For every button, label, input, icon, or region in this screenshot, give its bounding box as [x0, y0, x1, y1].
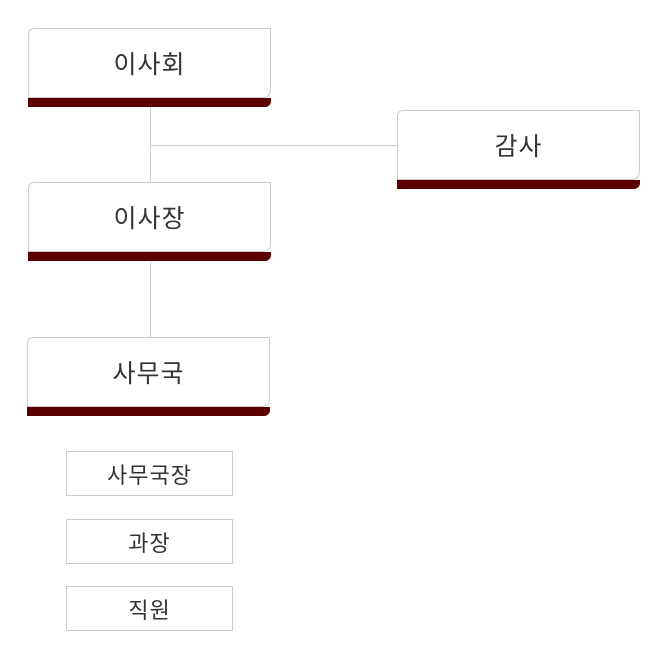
node-board: 이사회 [28, 28, 271, 108]
node-board-face: 이사회 [28, 28, 271, 98]
connector-auditor-branch [150, 145, 398, 146]
node-auditor: 감사 [397, 110, 640, 190]
node-chairman: 이사장 [28, 182, 271, 262]
staff-item-label: 과장 [128, 531, 171, 557]
node-board-accent-bar [28, 98, 271, 107]
node-secretariat-label: 사무국 [112, 359, 185, 388]
connector-chairman-secretariat [150, 262, 151, 338]
node-auditor-label: 감사 [494, 132, 543, 161]
staff-item-manager: 과장 [66, 519, 233, 564]
node-auditor-face: 감사 [397, 110, 640, 180]
node-chairman-face: 이사장 [28, 182, 271, 252]
node-secretariat-accent-bar [27, 407, 270, 416]
node-chairman-label: 이사장 [113, 204, 186, 233]
node-board-label: 이사회 [113, 50, 186, 79]
staff-item-label: 사무국장 [107, 463, 192, 489]
staff-item-secretary-general: 사무국장 [66, 451, 233, 496]
staff-item-label: 직원 [128, 598, 171, 624]
node-secretariat: 사무국 [27, 337, 270, 417]
node-auditor-accent-bar [397, 180, 640, 189]
node-chairman-accent-bar [28, 252, 271, 261]
staff-item-employee: 직원 [66, 586, 233, 631]
node-secretariat-face: 사무국 [27, 337, 270, 407]
